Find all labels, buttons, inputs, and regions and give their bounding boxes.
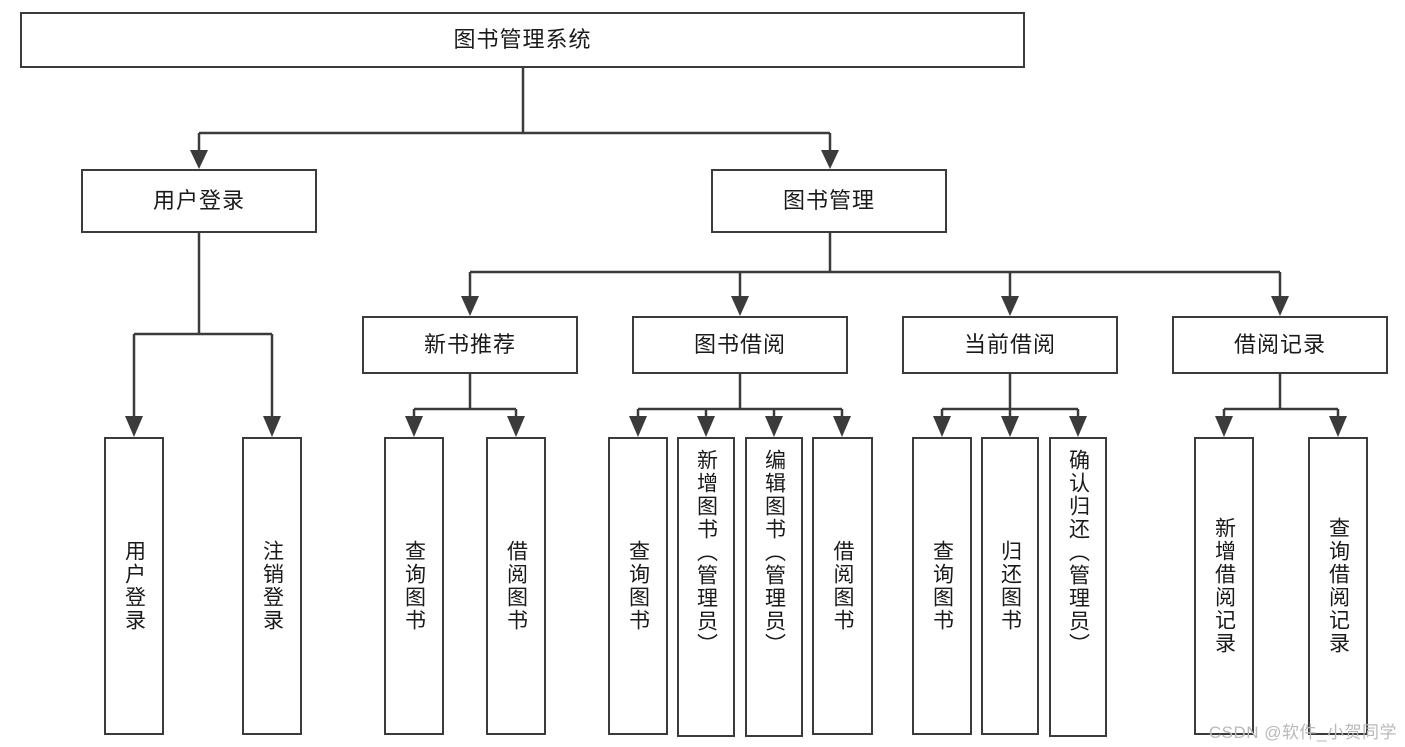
node-leaf-query-book-1-label: 查询图书	[402, 540, 426, 632]
arrow-cb-leaf-3	[1069, 416, 1087, 437]
arrow-borrow-record	[1271, 296, 1289, 316]
node-leaf-user-logout[interactable]: 注销登录	[242, 437, 302, 735]
arrow-bb-leaf-1	[629, 416, 647, 437]
node-leaf-edit-book-admin[interactable]: 编辑图书（管理员）	[745, 437, 803, 737]
node-leaf-borrow-book-1-label: 借阅图书	[504, 540, 528, 632]
node-book-borrow[interactable]: 图书借阅	[632, 316, 848, 374]
node-leaf-user-login[interactable]: 用户登录	[104, 437, 164, 735]
node-leaf-return-book-label: 归还图书	[998, 540, 1022, 632]
arrow-br-leaf-2	[1329, 416, 1347, 437]
node-root-label: 图书管理系统	[453, 27, 592, 53]
node-book-manage-label: 图书管理	[782, 188, 875, 214]
arrow-leaf-user-logout	[263, 416, 281, 437]
arrow-user-login	[190, 150, 208, 169]
arrow-new-book-rec	[461, 296, 479, 316]
node-leaf-borrow-book-2[interactable]: 借阅图书	[812, 437, 873, 735]
node-new-book-rec[interactable]: 新书推荐	[362, 316, 578, 374]
node-current-borrow-label: 当前借阅	[963, 332, 1056, 358]
node-leaf-add-book-admin[interactable]: 新增图书（管理员）	[677, 437, 735, 737]
node-current-borrow[interactable]: 当前借阅	[902, 316, 1118, 374]
node-root[interactable]: 图书管理系统	[20, 12, 1025, 68]
node-leaf-query-book-3-label: 查询图书	[930, 540, 954, 632]
node-leaf-return-book[interactable]: 归还图书	[981, 437, 1039, 735]
node-borrow-record-label: 借阅记录	[1233, 332, 1326, 358]
node-leaf-user-login-label: 用户登录	[122, 540, 146, 632]
arrow-br-leaf-1	[1215, 416, 1233, 437]
arrow-current-borrow	[1001, 296, 1019, 316]
arrow-bb-leaf-2	[697, 416, 715, 437]
node-leaf-query-borrow-record-label: 查询借阅记录	[1326, 517, 1350, 655]
node-leaf-add-book-admin-label: 新增图书（管理员）	[694, 449, 718, 656]
node-user-login-label: 用户登录	[152, 188, 245, 214]
node-leaf-query-book-2-label: 查询图书	[626, 540, 650, 632]
node-user-login[interactable]: 用户登录	[81, 169, 317, 233]
node-leaf-borrow-book-2-label: 借阅图书	[831, 540, 854, 632]
node-leaf-query-book-3[interactable]: 查询图书	[912, 437, 972, 735]
node-borrow-record[interactable]: 借阅记录	[1172, 316, 1388, 374]
node-leaf-query-book-2[interactable]: 查询图书	[608, 437, 668, 735]
arrow-nbr-leaf-2	[507, 416, 525, 437]
node-leaf-confirm-return-admin[interactable]: 确认归还（管理员）	[1049, 437, 1107, 737]
node-leaf-query-borrow-record[interactable]: 查询借阅记录	[1308, 437, 1368, 735]
watermark: CSDN @软件_小贺同学	[1208, 723, 1397, 742]
node-leaf-add-borrow-record-label: 新增借阅记录	[1212, 517, 1236, 655]
node-book-manage[interactable]: 图书管理	[711, 169, 947, 233]
node-leaf-user-logout-label: 注销登录	[260, 540, 284, 632]
arrow-cb-leaf-2	[1001, 416, 1019, 437]
arrow-bb-leaf-3	[765, 416, 783, 437]
node-new-book-rec-label: 新书推荐	[423, 332, 516, 358]
node-leaf-query-book-1[interactable]: 查询图书	[384, 437, 444, 735]
arrow-nbr-leaf-1	[405, 416, 423, 437]
node-leaf-add-borrow-record[interactable]: 新增借阅记录	[1194, 437, 1254, 735]
arrow-book-borrow	[731, 296, 749, 316]
node-leaf-edit-book-admin-label: 编辑图书（管理员）	[762, 449, 786, 656]
arrow-bb-leaf-4	[833, 416, 851, 437]
arrow-leaf-user-login	[125, 416, 143, 437]
node-leaf-borrow-book-1[interactable]: 借阅图书	[486, 437, 546, 735]
arrow-book-manage	[821, 150, 839, 169]
arrow-cb-leaf-1	[933, 416, 951, 437]
node-book-borrow-label: 图书借阅	[693, 332, 786, 358]
node-leaf-confirm-return-admin-label: 确认归还（管理员）	[1066, 449, 1090, 656]
